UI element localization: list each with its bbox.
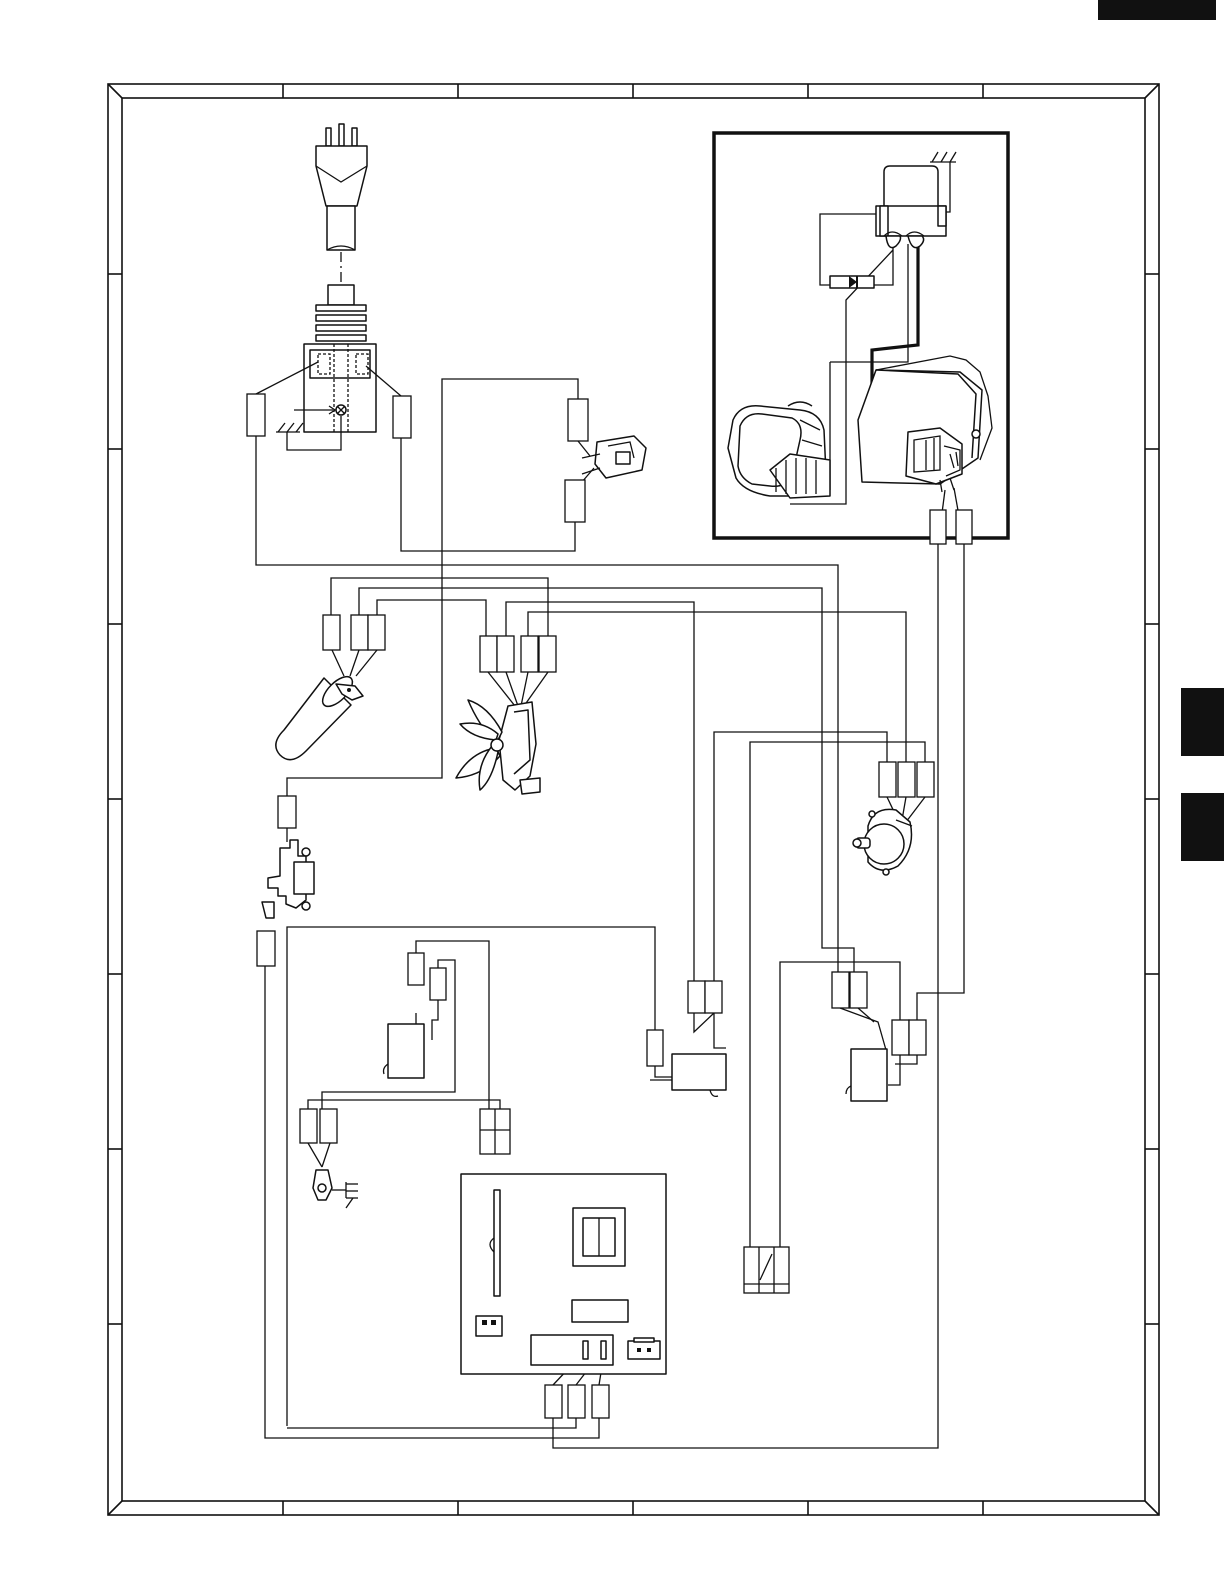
interlock-switch: [262, 840, 314, 918]
magnetron: [728, 402, 830, 498]
oven-lamp: [846, 1049, 887, 1101]
capacitor: [276, 672, 363, 760]
high-voltage-transformer: [858, 356, 992, 492]
power-plug: [316, 124, 367, 288]
ground-symbol: [930, 152, 956, 162]
fan-motor: [456, 700, 540, 794]
ground-symbol: [276, 423, 303, 432]
door-sensing-switch: [384, 1024, 425, 1078]
high-voltage-capacitor: [876, 166, 946, 248]
noise-filter: [287, 285, 376, 450]
control-unit: [461, 1174, 666, 1374]
ground-terminal: [313, 1170, 358, 1208]
turntable-motor: [853, 809, 912, 875]
high-voltage-diode: [830, 276, 874, 288]
